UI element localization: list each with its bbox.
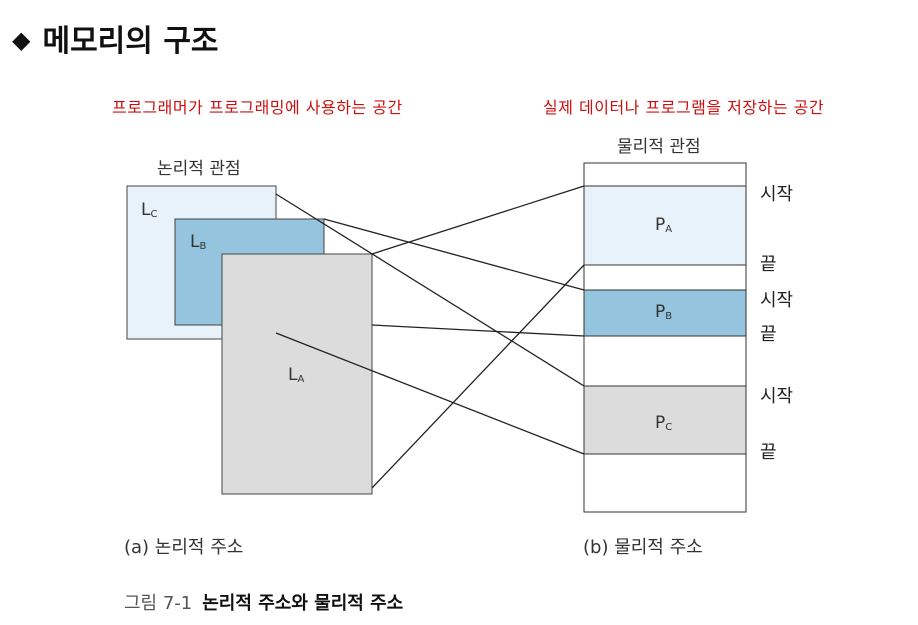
physical-view-heading: 물리적 관점	[617, 137, 701, 157]
segment-pa-start-label: 시작	[760, 184, 794, 205]
segment-pc-end-label: 끝	[760, 442, 777, 463]
physical-segment-pa-label: PA	[655, 215, 673, 235]
logical-address-caption: (a) 논리적 주소	[124, 537, 244, 558]
mapping-line-la-bottom	[371, 264, 585, 489]
physical-segment-pc	[583, 385, 747, 455]
physical-segment-pb-label: PB	[655, 302, 673, 322]
figure-number: 그림 7-1	[124, 593, 193, 614]
logical-view-heading: 논리적 관점	[157, 159, 241, 179]
logical-block-la-label: LA	[288, 365, 305, 385]
figure-caption-text: 논리적 주소와 물리적 주소	[202, 593, 404, 614]
diamond-bullet-icon: ◆	[12, 26, 31, 54]
logical-space-annotation: 프로그래머가 프로그래밍에 사용하는 공간	[112, 98, 403, 117]
logical-block-lc-label: LC	[141, 200, 158, 220]
mapping-line-lc-bottom	[275, 332, 585, 455]
page-title-text: 메모리의 구조	[42, 24, 219, 59]
physical-segment-pa	[583, 185, 747, 266]
mapping-line-lb-top	[323, 218, 585, 291]
figure-caption: 그림 7-1 논리적 주소와 물리적 주소	[124, 589, 403, 615]
segment-pc-start-label: 시작	[760, 386, 794, 407]
physical-space-annotation: 실제 데이터나 프로그램을 저장하는 공간	[543, 98, 825, 117]
physical-address-caption: (b) 물리적 주소	[583, 537, 703, 558]
mapping-line-la-top	[371, 185, 585, 255]
logical-block-la	[221, 253, 373, 495]
segment-pb-start-label: 시작	[760, 290, 794, 311]
mapping-line-lc-top	[275, 193, 585, 387]
mapping-line-lb-bottom	[371, 324, 585, 337]
logical-block-lb-label: LB	[190, 232, 207, 252]
page-title: ◆ 메모리의 구조	[12, 16, 219, 60]
physical-segment-pc-label: PC	[655, 413, 673, 433]
segment-pa-end-label: 끝	[760, 254, 777, 275]
segment-pb-end-label: 끝	[760, 324, 777, 345]
physical-segment-pb	[583, 289, 747, 337]
